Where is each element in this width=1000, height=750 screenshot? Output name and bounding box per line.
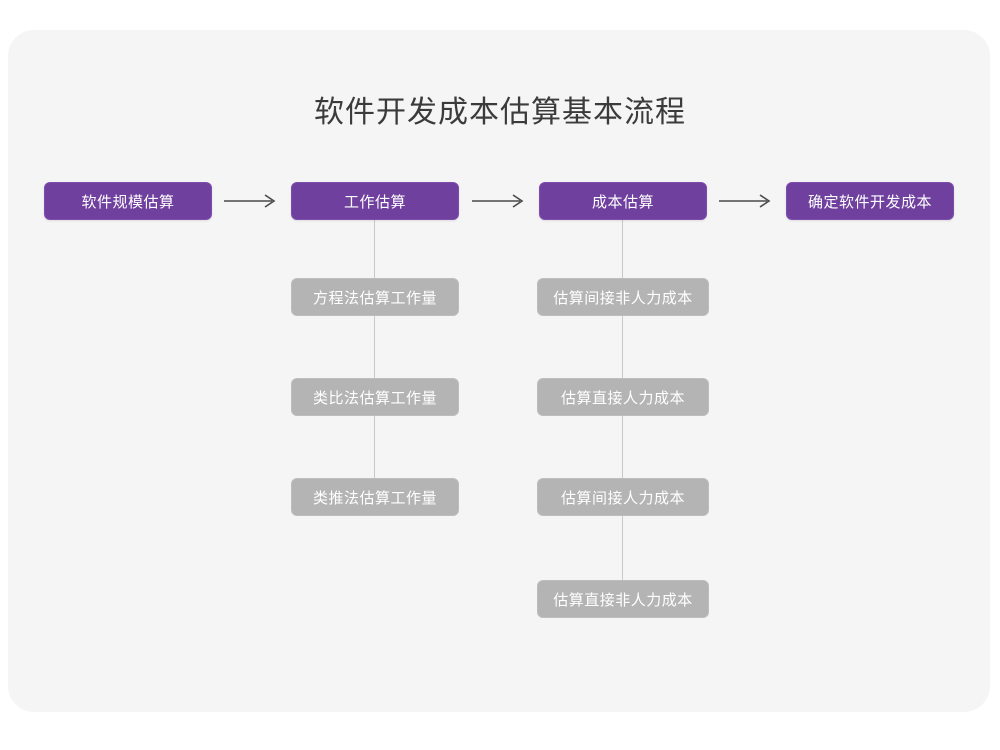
substep-label: 类比法估算工作量 — [312, 389, 437, 407]
arrow-step2-to-step3-icon — [472, 192, 528, 210]
substep-label: 方程法估算工作量 — [312, 289, 437, 307]
cost-substep-direct-nonlabor[interactable]: 估算直接非人力成本 — [537, 580, 709, 618]
flow-step-label: 成本估算 — [591, 193, 654, 211]
substep-label: 估算直接人力成本 — [560, 389, 685, 407]
cost-substep-direct-labor[interactable]: 估算直接人力成本 — [537, 378, 709, 416]
substep-label: 估算间接人力成本 — [560, 489, 685, 507]
page-title: 软件开发成本估算基本流程 — [314, 96, 686, 129]
cost-substep-indirect-nonlabor[interactable]: 估算间接非人力成本 — [537, 278, 709, 316]
effort-substep-equation-method[interactable]: 方程法估算工作量 — [291, 278, 459, 316]
flow-step-label: 确定软件开发成本 — [807, 193, 932, 211]
flow-step-effort-estimation[interactable]: 工作估算 — [291, 182, 459, 220]
flow-step-label: 工作估算 — [343, 193, 406, 211]
flow-step-label: 软件规模估算 — [81, 193, 175, 211]
connector-effort-column — [374, 219, 375, 501]
flow-step-cost-estimation[interactable]: 成本估算 — [539, 182, 707, 220]
arrow-step3-to-step4-icon — [719, 192, 775, 210]
effort-substep-inference-method[interactable]: 类推法估算工作量 — [291, 478, 459, 516]
content-card — [8, 30, 990, 712]
effort-substep-analogy-method[interactable]: 类比法估算工作量 — [291, 378, 459, 416]
cost-substep-indirect-labor[interactable]: 估算间接人力成本 — [537, 478, 709, 516]
arrow-step1-to-step2-icon — [224, 192, 280, 210]
flow-step-software-scale[interactable]: 软件规模估算 — [44, 182, 212, 220]
flow-step-final-cost[interactable]: 确定软件开发成本 — [786, 182, 954, 220]
substep-label: 估算直接非人力成本 — [553, 591, 693, 609]
substep-label: 类推法估算工作量 — [312, 489, 437, 507]
substep-label: 估算间接非人力成本 — [553, 289, 693, 307]
